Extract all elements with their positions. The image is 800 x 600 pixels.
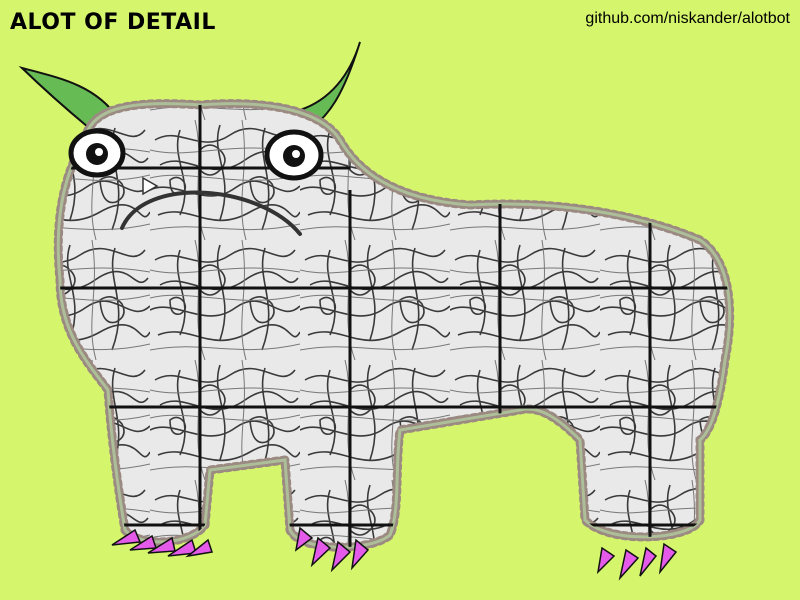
front-right-claws <box>294 526 370 573</box>
image-title: ALOT OF DETAIL <box>10 10 216 35</box>
mouth <box>120 190 302 236</box>
back-claws <box>596 542 678 581</box>
left-eye-icon <box>68 128 126 178</box>
nose <box>142 176 159 196</box>
creature-body <box>53 99 735 552</box>
front-left-claws <box>111 528 213 558</box>
credit-link[interactable]: github.com/niskander/alotbot <box>585 10 790 27</box>
right-eye-icon <box>264 129 324 181</box>
